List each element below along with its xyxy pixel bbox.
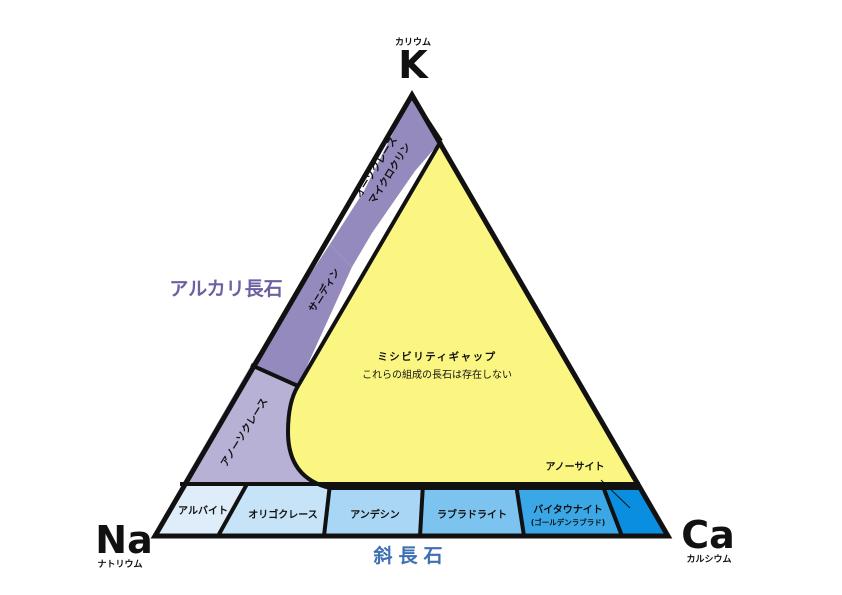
region-bytownite <box>516 484 622 536</box>
region-label-andesine: アンデシン <box>350 508 400 521</box>
ternary-triangle-outline <box>150 90 673 539</box>
vertex-na-name: ナトリウム <box>97 559 142 570</box>
vertex-ca-symbol: Ca <box>681 513 735 557</box>
miscibility-gap-region <box>288 141 640 489</box>
plagioclase-label: 斜長石 <box>372 544 448 567</box>
vertex-na-symbol: Na <box>95 518 152 562</box>
region-oligoclase <box>218 484 330 536</box>
region-sanidine <box>251 244 352 386</box>
region-orthoclase-microcline <box>330 95 441 267</box>
miscibility-gap-title: ミシビリティギャップ <box>377 350 496 363</box>
region-boundaries <box>180 95 640 537</box>
region-label-albite: アルバイト <box>178 505 228 517</box>
anorthite-leader-line <box>600 479 631 509</box>
vertex-k-name: カリウム <box>395 37 431 48</box>
region-label-labradorite: ラブラドライト <box>437 508 507 521</box>
vertex-ca-name: カルシウム <box>686 554 731 565</box>
region-andesine <box>324 484 423 536</box>
region-label-bytownite-sub: (ゴールデンラブラド) <box>531 517 605 527</box>
region-label-anorthite: アノーサイト <box>546 461 605 473</box>
region-label-bytownite: バイタウナイト <box>533 504 603 516</box>
miscibility-gap-subtitle: これらの組成の長石は存在しない <box>362 368 512 381</box>
alkali-feldspar-label: アルカリ長石 <box>169 278 282 300</box>
region-labradorite <box>420 484 524 536</box>
vertex-k-symbol: K <box>398 43 429 87</box>
region-label-oligoclase: オリゴクレース <box>248 508 318 521</box>
